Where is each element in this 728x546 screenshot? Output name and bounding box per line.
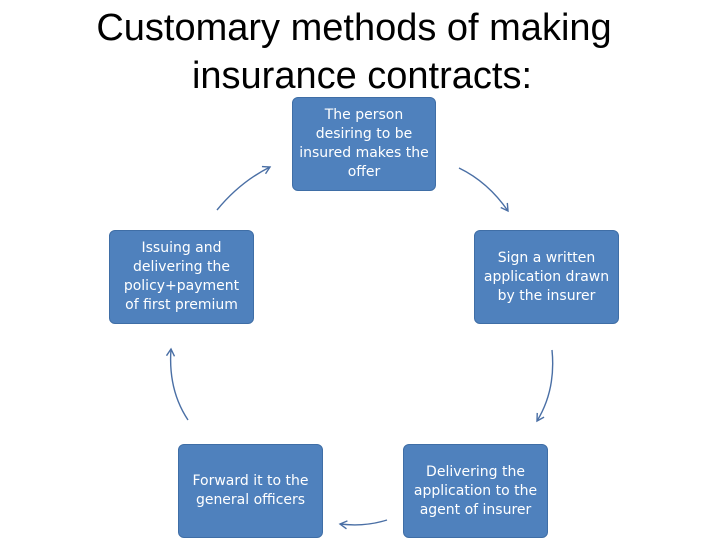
- step-deliver-application-box: Delivering the application to the agent …: [403, 444, 548, 538]
- step-issue-policy-box: Issuing and delivering the policy+paymen…: [109, 230, 254, 324]
- step-offer-box: The person desiring to be insured makes …: [292, 97, 436, 191]
- title-line-2: insurance contracts:: [191, 55, 533, 97]
- arrow-delivering-to-forward-icon: [338, 519, 388, 530]
- step-forward-box: Forward it to the general officers: [178, 444, 323, 538]
- arrow-forward-to-issuing-icon: [165, 347, 189, 421]
- title-line-1: Customary methods of making: [96, 7, 612, 49]
- step-sign-application-text: Sign a written application drawn by the …: [483, 249, 610, 304]
- step-offer-text: The person desiring to be insured makes …: [299, 107, 429, 180]
- arrow-offer-to-sign-icon: [458, 167, 509, 213]
- step-sign-application-box: Sign a written application drawn by the …: [474, 230, 619, 324]
- step-forward-text: Forward it to the general officers: [192, 473, 309, 508]
- arrow-issuing-to-offer-icon: [216, 165, 272, 211]
- step-issue-policy-text: Issuing and delivering the policy+paymen…: [123, 240, 240, 313]
- step-deliver-application-text: Delivering the application to the agent …: [413, 463, 538, 518]
- arrow-sign-to-delivering-icon: [536, 349, 554, 423]
- page-title: Customary methods of making insurance co…: [0, 4, 728, 100]
